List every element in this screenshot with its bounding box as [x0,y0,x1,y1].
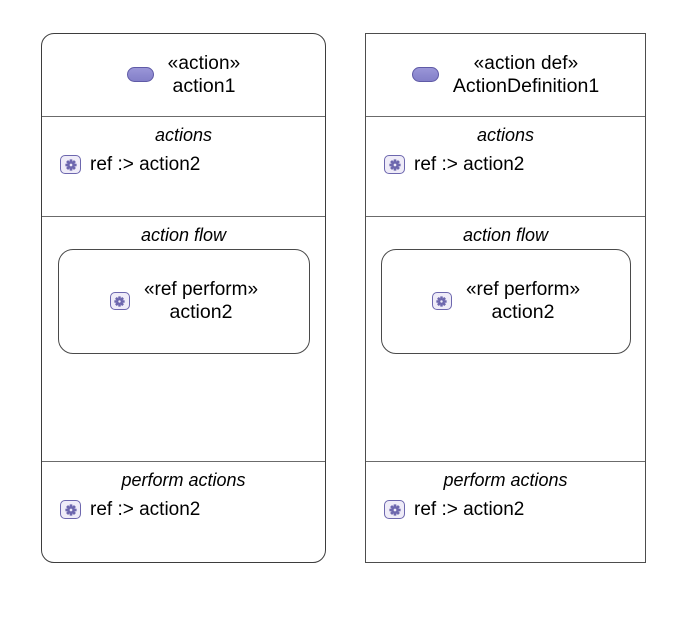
gear-badge-icon [384,500,405,520]
node-header: «action def» ActionDefinition1 [366,34,645,117]
inner-node-titles: «ref perform» action2 [144,279,258,324]
inner-node-stereotype: «ref perform» [465,278,581,300]
inner-node-ref-perform[interactable]: «ref perform» action2 [381,248,631,354]
action-pill-icon [126,67,154,83]
compartment-action-flow: action flow «ref pe [366,217,645,463]
inner-node-titles: «ref perform» action2 [466,279,580,324]
node-header-titles: «action» action1 [168,53,241,98]
gear-badge-icon [431,292,452,311]
feature-row[interactable]: ref :> action2 [366,146,645,176]
compartment-actions: actions ref :> action2 [42,117,325,217]
action-pill-icon [411,67,439,83]
node-action-usage[interactable]: «action» action1 actions [41,33,326,563]
compartment-perform-actions: perform actions ref :> action2 [42,462,325,562]
feature-text: ref :> action2 [414,498,525,520]
gear-badge-icon [60,500,81,520]
feature-text: ref :> action2 [90,153,201,175]
compartment-actions: actions ref :> action2 [366,117,645,217]
node-name: action1 [172,74,236,97]
compartment-perform-actions: perform actions ref :> action2 [366,462,645,562]
feature-row[interactable]: ref :> action2 [42,146,325,176]
compartment-label: perform actions [121,470,246,491]
inner-node-name: action2 [169,300,233,323]
compartment-label: actions [154,124,213,145]
node-action-definition[interactable]: «action def» ActionDefinition1 actions [365,33,646,563]
gear-badge-icon [384,155,405,175]
compartment-label: perform actions [443,470,568,491]
node-stereotype: «action def» [473,52,579,74]
feature-text: ref :> action2 [90,498,201,520]
compartment-label: action flow [140,224,227,245]
inner-node-ref-perform[interactable]: «ref perform» action2 [58,248,310,354]
feature-row[interactable]: ref :> action2 [42,491,325,521]
feature-row[interactable]: ref :> action2 [366,491,645,521]
node-name: ActionDefinition1 [452,74,600,97]
compartment-action-flow: action flow «ref pe [42,217,325,463]
inner-node-name: action2 [491,300,555,323]
node-stereotype: «action» [167,52,241,74]
inner-node-stereotype: «ref perform» [143,278,259,300]
compartment-label: actions [476,124,535,145]
node-header-titles: «action def» ActionDefinition1 [453,53,599,98]
feature-text: ref :> action2 [414,153,525,175]
gear-badge-icon [109,292,130,311]
compartment-label: action flow [462,224,549,245]
gear-badge-icon [60,155,81,175]
node-header: «action» action1 [42,34,325,117]
